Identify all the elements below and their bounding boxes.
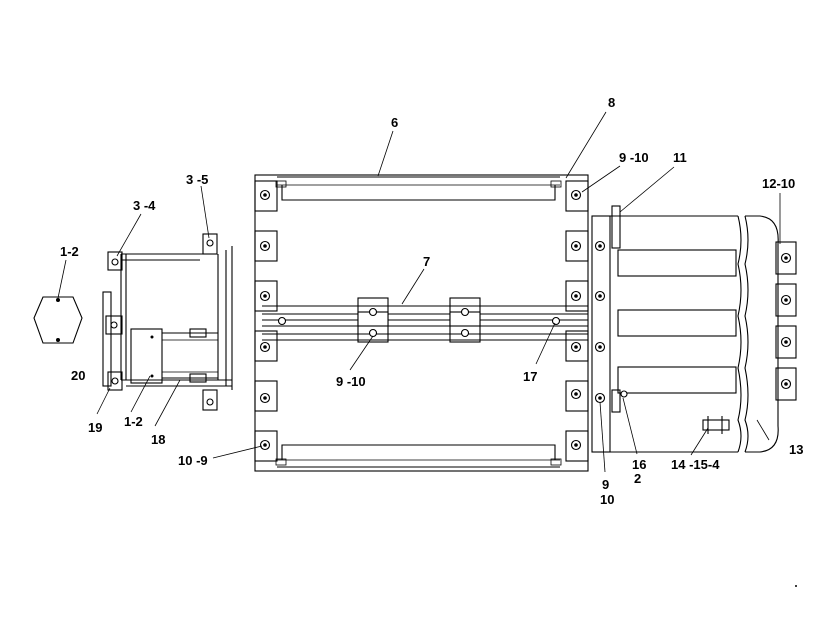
label-8: 8 [608,95,615,110]
main-frame [254,174,589,472]
label-6: 6 [391,115,398,130]
label-14-15-4: 14 -15-4 [671,457,720,472]
label-20: 20 [71,368,85,383]
left-subassembly [102,233,233,411]
label-3-5: 3 -5 [186,172,208,187]
label-16: 16 [632,457,646,472]
label-9: 9 [602,477,609,492]
leader-lines [57,111,781,473]
label-11: 11 [673,150,687,165]
label-13: 13 [789,442,803,457]
label-18: 18 [151,432,165,447]
label-17: 17 [523,369,537,384]
label-19: 19 [88,420,102,435]
label-2: 2 [634,471,641,486]
stray-dot [795,585,797,587]
right-brackets [565,180,589,462]
label-10-9: 10 -9 [178,453,208,468]
label-12-10: 12-10 [762,176,795,191]
cross-member-clamps [277,297,561,343]
label-9-10-top: 9 -10 [619,150,649,165]
right-subassembly [591,205,797,453]
label-1-2-bot: 1-2 [124,414,143,429]
callout-labels: 8 6 9 -10 11 3 -5 12-10 3 -4 1-2 7 20 9 … [60,95,803,507]
label-9-10-mid: 9 -10 [336,374,366,389]
label-1-2-top: 1-2 [60,244,79,259]
left-brackets [254,180,278,462]
label-7: 7 [423,254,430,269]
oval-part [33,296,83,344]
label-3-4: 3 -4 [133,198,156,213]
label-10: 10 [600,492,614,507]
